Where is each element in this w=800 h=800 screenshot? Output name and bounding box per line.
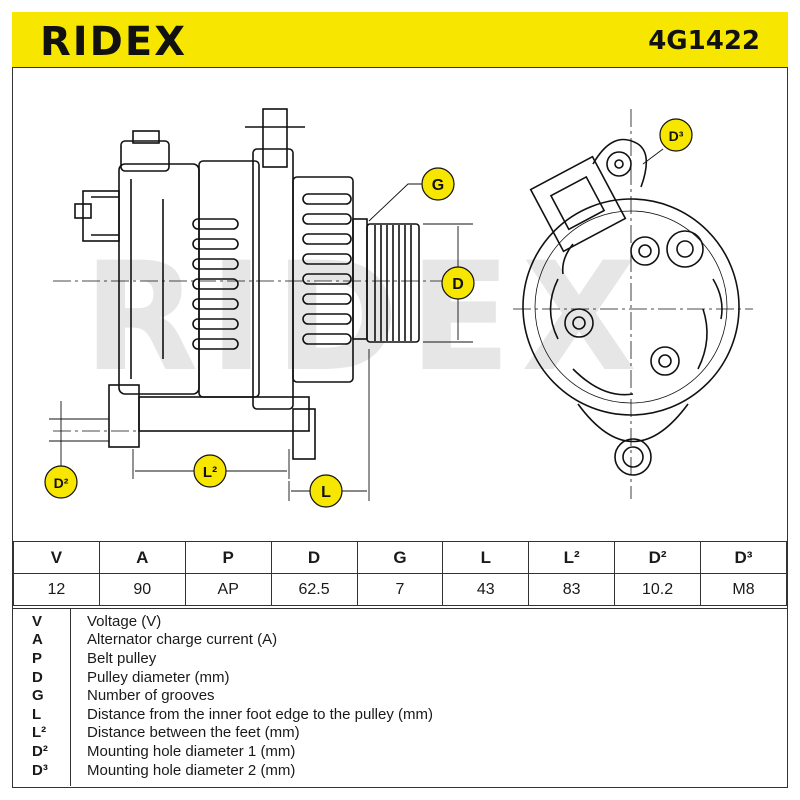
legend-item: L² Distance between the feet (mm) [28, 724, 768, 743]
pulley [366, 223, 420, 343]
legend: V Voltage (V) A Alternator charge curren… [28, 612, 768, 779]
legend-desc: Number of grooves [87, 687, 215, 705]
legend-item: P Belt pulley [28, 649, 768, 668]
legend-item: D Pulley diameter (mm) [28, 668, 768, 687]
spec-value: 10.2 [614, 573, 701, 606]
legend-desc: Distance between the feet (mm) [87, 724, 300, 742]
alternator-drawing: RIDEX [44, 108, 753, 508]
spec-header-row: V A P D G L L² D² D³ [13, 541, 787, 574]
legend-key: L² [32, 724, 47, 742]
spec-value: 43 [442, 573, 530, 606]
callout-g: G [421, 167, 455, 201]
svg-text:L²: L² [203, 464, 217, 481]
part-number: 4G1422 [648, 26, 760, 56]
spec-value: 7 [356, 573, 444, 606]
legend-key: L [32, 705, 42, 723]
legend-desc: Alternator charge current (A) [87, 631, 278, 649]
header-bar: RIDEX 4G1422 [12, 12, 788, 68]
callout-l2: L² [193, 454, 227, 488]
spec-header: A [98, 541, 186, 574]
rear-fins [192, 218, 239, 350]
spec-header: L [442, 541, 530, 574]
watermark: RIDEX [83, 231, 647, 405]
spec-table: V A P D G L L² D² D³ 12 90 AP 62.5 7 43 … [13, 541, 787, 606]
spec-value: 83 [528, 573, 616, 606]
legend-key: D [32, 668, 43, 686]
legend-desc: Mounting hole diameter 1 (mm) [87, 742, 296, 760]
spec-header: G [356, 541, 444, 574]
spec-value: M8 [700, 573, 787, 606]
callout-d3: D³ [659, 118, 693, 152]
legend-key: A [32, 631, 43, 649]
legend-key: G [32, 687, 44, 705]
legend-item: L Distance from the inner foot edge to t… [28, 705, 768, 724]
pulley-grooves [374, 225, 412, 341]
legend-item: D³ Mounting hole diameter 2 (mm) [28, 761, 768, 780]
spec-value: 62.5 [270, 573, 358, 606]
spec-value: AP [184, 573, 272, 606]
spec-header: L² [528, 541, 616, 574]
legend-item: A Alternator charge current (A) [28, 631, 768, 650]
svg-text:D²: D² [54, 475, 69, 491]
spec-value: 90 [98, 573, 186, 606]
callout-l: L [309, 474, 343, 508]
side-view [53, 108, 443, 460]
callout-d: D [441, 266, 475, 300]
legend-column-divider [70, 608, 71, 786]
brand-logo: RIDEX [40, 19, 188, 65]
legend-desc: Voltage (V) [87, 612, 162, 630]
svg-text:G: G [432, 177, 444, 194]
legend-item: D² Mounting hole diameter 1 (mm) [28, 742, 768, 761]
spec-header: P [184, 541, 272, 574]
legend-desc: Pulley diameter (mm) [87, 668, 230, 686]
callout-d2: D² [44, 465, 78, 499]
legend-desc: Belt pulley [87, 649, 157, 667]
legend-item: V Voltage (V) [28, 612, 768, 631]
spec-header: D [270, 541, 358, 574]
spec-value: 12 [13, 573, 100, 606]
legend-divider [13, 608, 787, 609]
legend-key: D² [32, 742, 48, 760]
svg-text:D³: D³ [669, 128, 684, 144]
legend-desc: Mounting hole diameter 2 (mm) [87, 761, 296, 779]
spec-value-row: 12 90 AP 62.5 7 43 83 10.2 M8 [13, 573, 787, 606]
legend-key: P [32, 649, 43, 667]
legend-key: D³ [32, 761, 48, 779]
spec-header: D² [614, 541, 701, 574]
spec-header: D³ [700, 541, 787, 574]
svg-text:D: D [452, 276, 464, 293]
svg-text:L: L [321, 484, 331, 501]
legend-key: V [32, 612, 43, 630]
front-fins [302, 193, 352, 345]
legend-item: G Number of grooves [28, 686, 768, 705]
legend-desc: Distance from the inner foot edge to the… [87, 705, 433, 723]
front-view [513, 109, 753, 499]
spec-header: V [13, 541, 100, 574]
